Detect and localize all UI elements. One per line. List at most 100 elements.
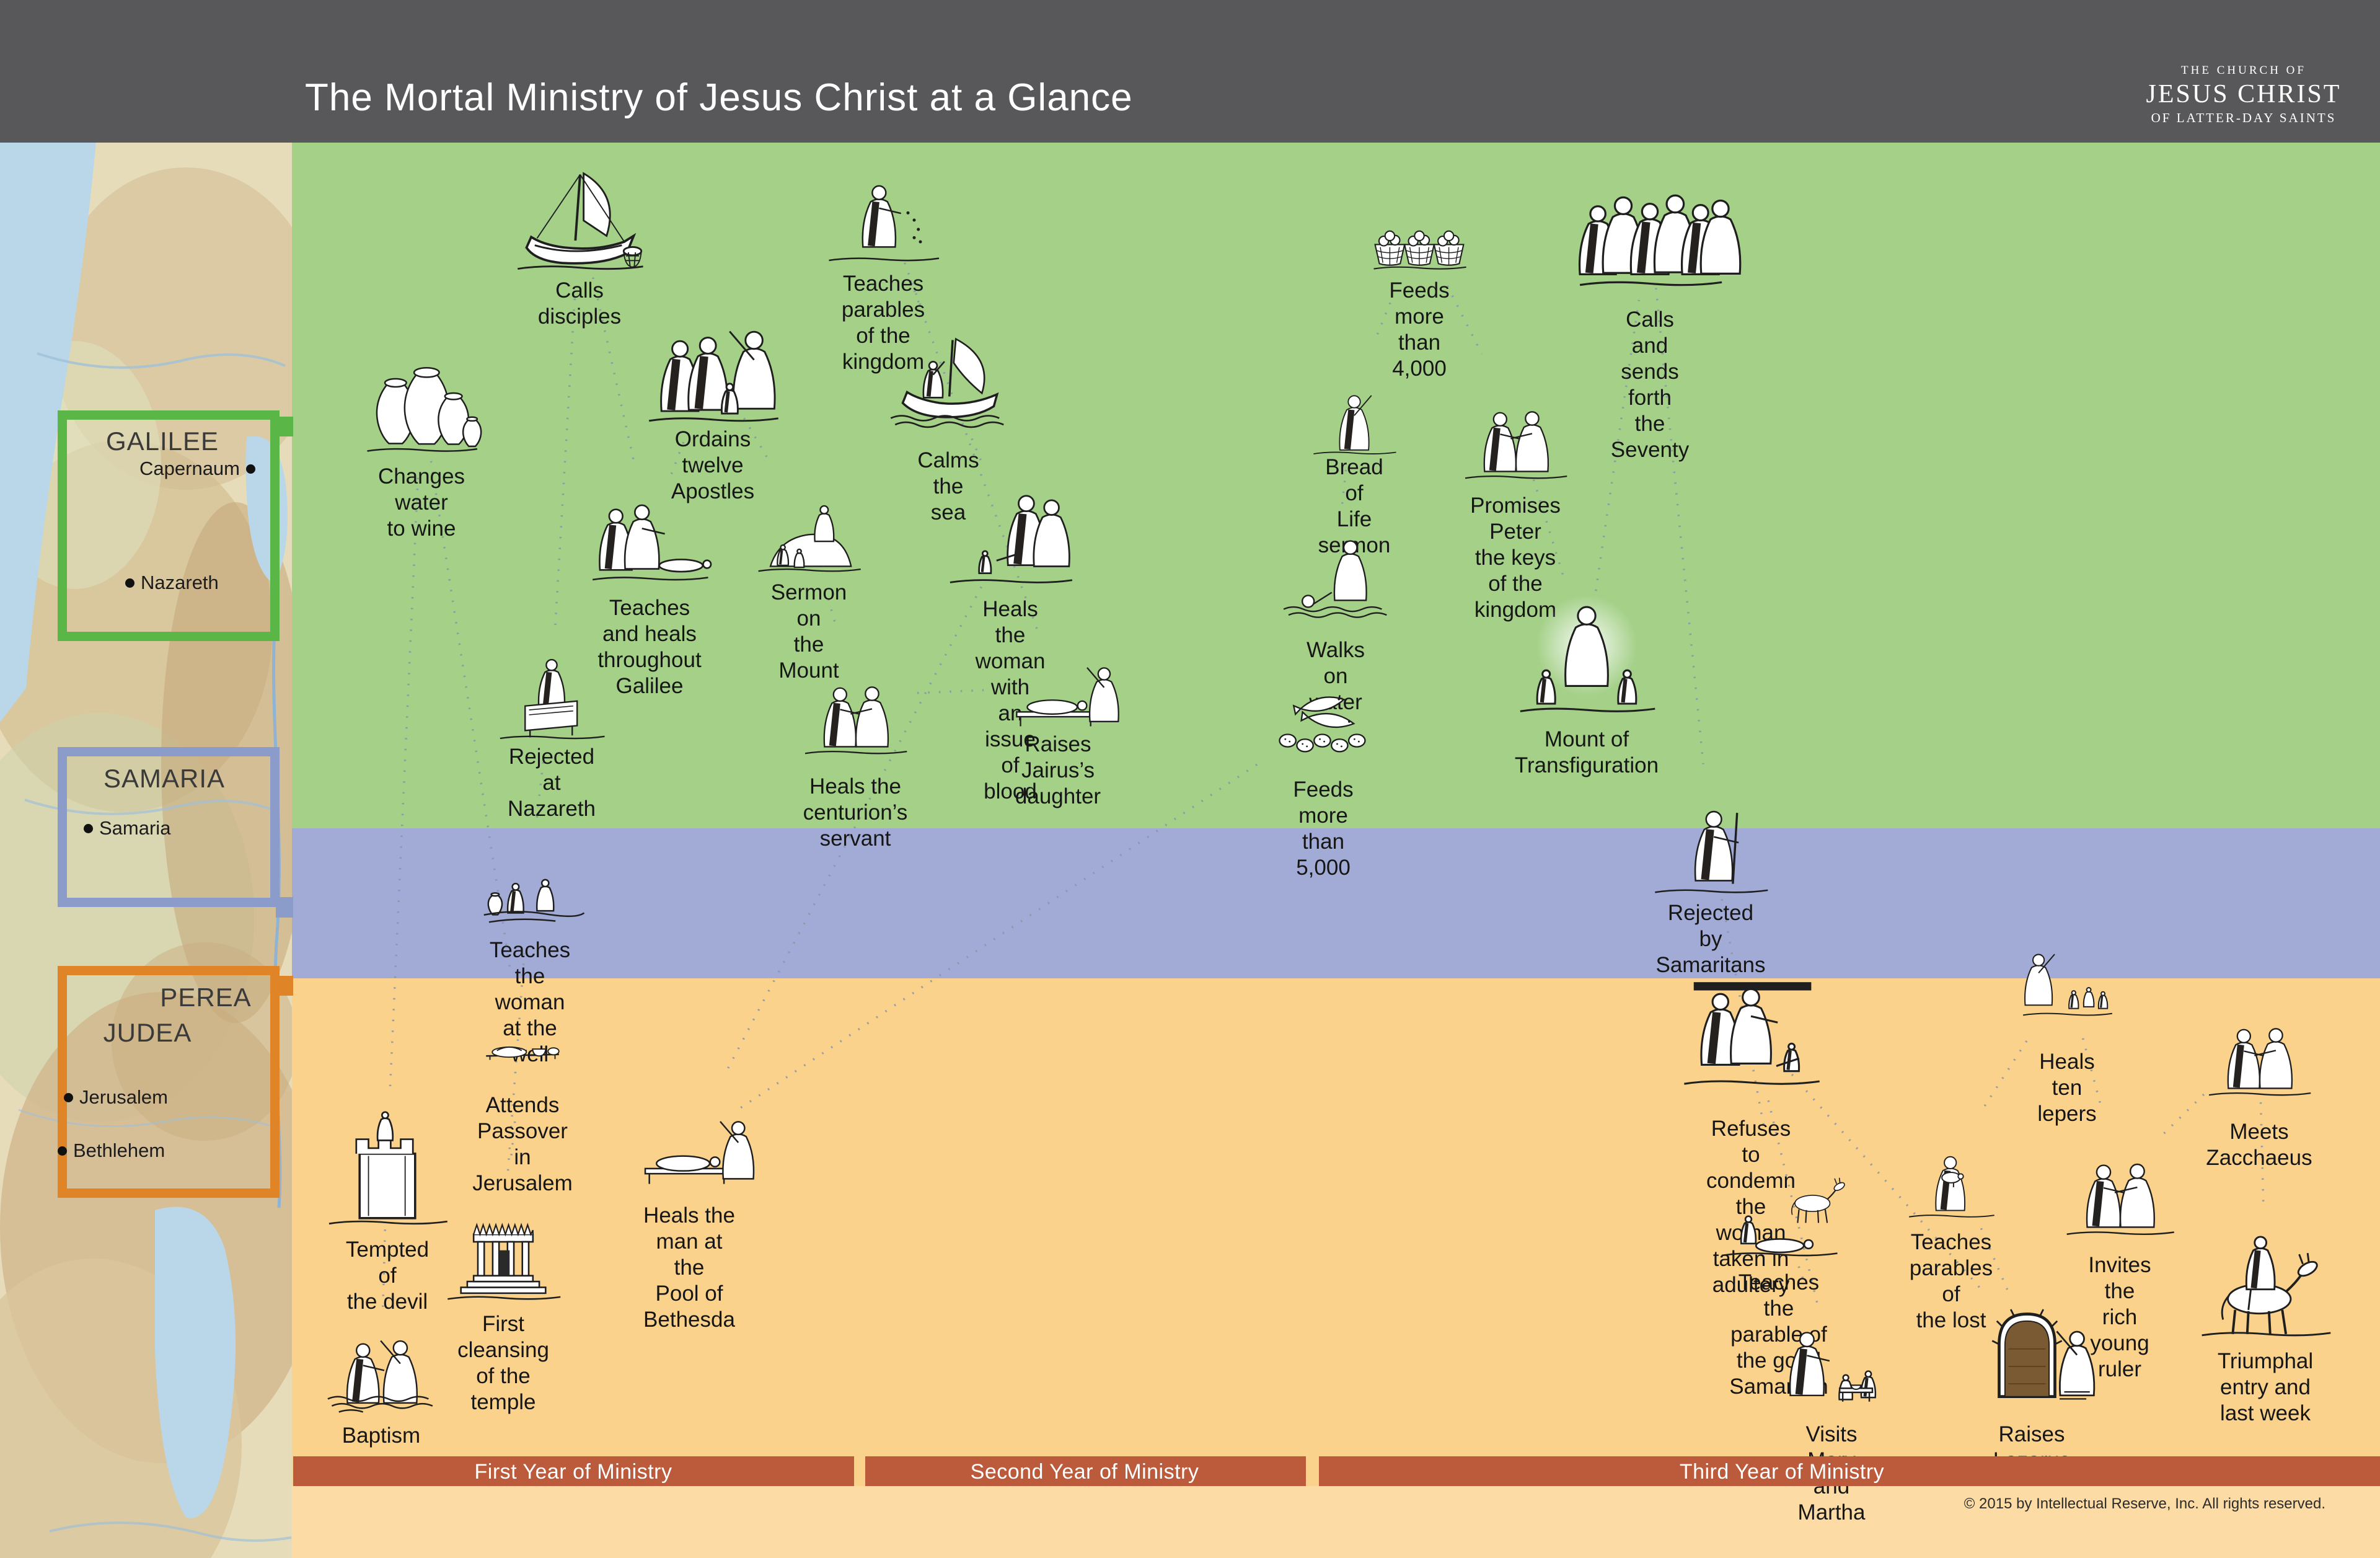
event-label-bethesda: Heals the man at the Pool of Bethesda bbox=[643, 1203, 735, 1332]
city-dot bbox=[246, 464, 255, 474]
header-bar: The Mortal Ministry of Jesus Christ at a… bbox=[0, 0, 2380, 143]
event-peter-keys bbox=[1458, 357, 1573, 484]
event-zacchaeus bbox=[2202, 980, 2317, 1101]
terrain-map-graphic bbox=[0, 143, 322, 1558]
event-label-rejected-samaritans: Rejected by Samaritans bbox=[1655, 901, 1766, 977]
event-centurion bbox=[798, 632, 913, 759]
city-label: Bethlehem bbox=[73, 1140, 165, 1161]
event-bread-life bbox=[1308, 325, 1401, 459]
event-label-calls-disciples: Calls disciples bbox=[537, 278, 622, 329]
year-bar-3 bbox=[1319, 1456, 2380, 1486]
city-jerusalem: Jerusalem bbox=[64, 1086, 168, 1109]
shepherd-icon bbox=[1909, 1156, 1994, 1218]
region-tab-perea-judea bbox=[276, 976, 293, 996]
event-feeds-5000 bbox=[1251, 673, 1396, 769]
region-box-galilee bbox=[58, 410, 280, 641]
event-bethesda bbox=[614, 1091, 765, 1193]
event-label-zacchaeus: Meets Zacchaeus bbox=[2206, 1120, 2312, 1170]
city-dot bbox=[125, 578, 134, 588]
city-samaria: Samaria bbox=[84, 817, 170, 839]
city-bethlehem: Bethlehem bbox=[58, 1140, 165, 1162]
event-label-baptism: Baptism bbox=[342, 1423, 421, 1448]
well-icon bbox=[483, 879, 585, 923]
event-walks-water bbox=[1277, 505, 1395, 626]
lepers-icon bbox=[2022, 954, 2113, 1016]
pair-icon bbox=[804, 686, 907, 755]
region-box-samaria bbox=[58, 747, 280, 907]
healbed-icon bbox=[1016, 667, 1119, 727]
galilee-band bbox=[292, 143, 2380, 828]
event-label-rich-ruler: Invites the rich young ruler bbox=[2088, 1253, 2151, 1381]
year-bar-2 bbox=[865, 1456, 1306, 1486]
event-adultery bbox=[1669, 965, 1833, 1092]
wavewalk-icon bbox=[1283, 540, 1387, 618]
event-lazarus bbox=[1962, 1286, 2102, 1407]
city-nazareth: Nazareth bbox=[125, 572, 219, 594]
city-dot bbox=[64, 1092, 73, 1102]
mountsermon-icon bbox=[758, 505, 861, 572]
sermon1-icon bbox=[1313, 395, 1396, 454]
event-label-lepers: Heals ten lepers bbox=[2037, 1050, 2097, 1126]
city-label: Capernaum bbox=[139, 458, 240, 479]
event-baptism bbox=[321, 1318, 442, 1420]
pair-icon bbox=[2066, 1163, 2174, 1236]
event-label-triumphal: Triumphal entry and last week bbox=[2217, 1349, 2314, 1425]
city-label: Nazareth bbox=[141, 572, 219, 593]
church-logo-line1: THE CHURCH OF bbox=[2181, 64, 2306, 77]
stormboat-icon bbox=[890, 337, 1004, 428]
samaria-band bbox=[292, 828, 2380, 978]
year-bar-1 bbox=[293, 1456, 854, 1486]
event-cleansing bbox=[440, 1160, 567, 1306]
event-label-woman-blood: Heals the woman with an issue of blood bbox=[975, 597, 1046, 803]
event-lepers bbox=[1991, 937, 2143, 1020]
event-label-transfiguration: Mount of Transfiguration bbox=[1514, 727, 1659, 777]
copyright-notice: © 2015 by Intellectual Reserve, Inc. All… bbox=[1963, 1495, 2325, 1512]
event-triumphal bbox=[2190, 1222, 2342, 1343]
event-rejected-samaritans bbox=[1647, 778, 1774, 899]
samaritan-icon bbox=[1721, 1177, 1845, 1257]
event-label-ordains: Ordains twelve Apostles bbox=[671, 427, 755, 503]
pair-icon bbox=[2208, 1028, 2311, 1096]
event-passover bbox=[450, 1011, 596, 1088]
event-seventy bbox=[1557, 160, 1743, 293]
event-label-teach-heal-galilee: Teaches and heals throughout Galilee bbox=[597, 596, 702, 698]
city-label: Samaria bbox=[99, 817, 171, 839]
poster-title: The Mortal Ministry of Jesus Christ at a… bbox=[305, 76, 1133, 119]
year-bar-label-1: First Year of Ministry bbox=[474, 1460, 672, 1484]
city-capernaum: Capernaum bbox=[93, 458, 255, 480]
event-label-jairus: Raises Jairus’s daughter bbox=[1015, 732, 1101, 808]
event-label-bread-life: Bread of Life sermon bbox=[1318, 455, 1391, 557]
bloodheal-icon bbox=[950, 495, 1073, 583]
event-label-sermon-mount: Sermon on the Mount bbox=[770, 580, 847, 683]
event-good-samaritan bbox=[1697, 1154, 1861, 1262]
event-jairus bbox=[989, 639, 1128, 735]
city-label: Jerusalem bbox=[79, 1086, 168, 1108]
event-calls-disciples bbox=[505, 158, 654, 276]
event-label-tempted: Tempted of the devil bbox=[345, 1237, 430, 1314]
baptism-icon bbox=[327, 1340, 433, 1413]
region-tab-galilee bbox=[276, 417, 293, 436]
ordain-icon bbox=[648, 330, 778, 422]
event-feeds-4000 bbox=[1345, 187, 1494, 274]
event-label-parables-lost: Teaches parables of the lost bbox=[1909, 1230, 1993, 1332]
event-label-rejected-nazareth: Rejected at Nazareth bbox=[507, 745, 596, 821]
glow-icon bbox=[1520, 595, 1655, 712]
event-label-passover: Attends Passover in Jerusalem bbox=[472, 1093, 573, 1195]
region-box-perea-judea bbox=[58, 966, 280, 1198]
city-dot bbox=[58, 1146, 67, 1156]
event-calms-sea bbox=[879, 327, 1018, 436]
region-tab-samaria bbox=[276, 897, 293, 918]
visit-icon bbox=[1789, 1332, 1877, 1402]
event-mary-martha bbox=[1756, 1312, 1908, 1414]
tomb-icon bbox=[1991, 1309, 2096, 1400]
event-parables-lost bbox=[1903, 1095, 1999, 1222]
event-transfiguration bbox=[1511, 586, 1663, 719]
event-label-woman-well: Teaches the woman at the well bbox=[489, 938, 571, 1066]
event-label-feeds-4000: Feeds more than 4,000 bbox=[1389, 278, 1450, 381]
event-label-centurion: Heals the centurion’s servant bbox=[803, 774, 908, 851]
year-bar-label-2: Second Year of Ministry bbox=[970, 1460, 1199, 1484]
event-ordains bbox=[640, 301, 786, 428]
adultery-icon bbox=[1684, 982, 1820, 1085]
church-logo-line3: OF LATTER-DAY SAINTS bbox=[2151, 110, 2337, 126]
